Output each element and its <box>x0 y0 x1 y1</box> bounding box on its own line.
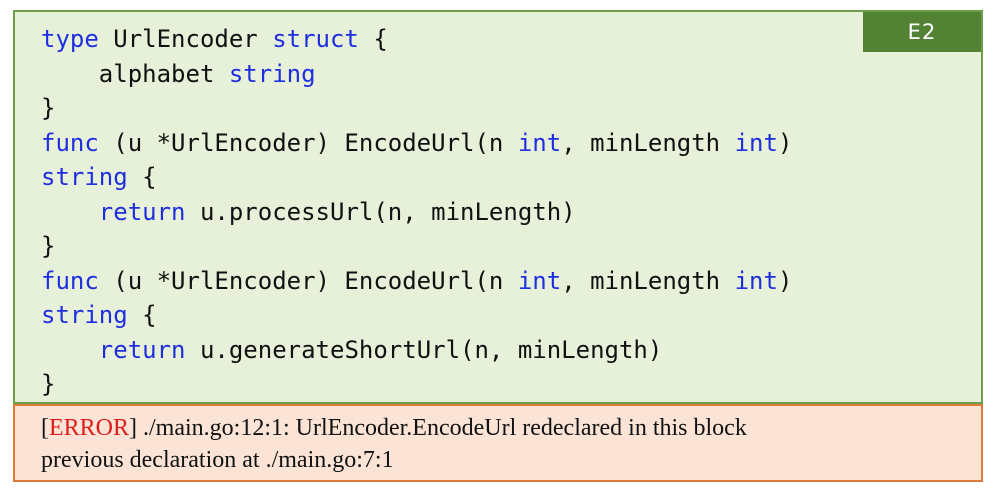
code-text <box>41 198 99 226</box>
code-block: type UrlEncoder struct { alphabet string… <box>41 22 792 402</box>
code-line: alphabet string <box>41 57 792 92</box>
code-keyword: string <box>41 163 128 191</box>
code-text: } <box>41 232 56 260</box>
code-line: string { <box>41 298 792 333</box>
code-keyword: func <box>41 128 99 157</box>
code-line: } <box>41 367 792 402</box>
code-text: (u *UrlEncoder) EncodeUrl(n <box>98 128 518 157</box>
code-keyword: int <box>517 128 562 157</box>
code-text: { <box>127 301 157 329</box>
code-keyword: return <box>98 197 186 226</box>
code-keyword: type <box>41 25 99 53</box>
error-panel: [ERROR] ./main.go:12:1: UrlEncoder.Encod… <box>13 404 983 482</box>
code-line: func (u *UrlEncoder) EncodeUrl(n int, mi… <box>41 264 792 299</box>
code-text: ) <box>777 266 793 295</box>
code-keyword: struct <box>272 25 359 53</box>
code-text: } <box>41 370 56 398</box>
code-text: , minLength <box>561 128 735 157</box>
error-message: ] ./main.go:12:1: UrlEncoder.EncodeUrl r… <box>129 415 747 441</box>
error-open-bracket: [ <box>41 415 49 441</box>
code-line: return u.generateShortUrl(n, minLength) <box>41 333 792 368</box>
code-text <box>41 336 99 364</box>
code-text: { <box>127 163 157 191</box>
code-text: u.generateShortUrl(n, minLength) <box>185 335 663 364</box>
code-text: (u *UrlEncoder) EncodeUrl(n <box>98 266 518 295</box>
code-keyword: int <box>734 128 778 157</box>
code-line: return u.processUrl(n, minLength) <box>41 195 792 230</box>
code-keyword: return <box>98 335 186 364</box>
code-panel: E2 type UrlEncoder struct { alphabet str… <box>13 10 983 404</box>
code-text: u.processUrl(n, minLength) <box>185 197 576 226</box>
code-text: , minLength <box>561 266 735 295</box>
code-line: func (u *UrlEncoder) EncodeUrl(n int, mi… <box>41 126 792 161</box>
code-line: } <box>41 91 792 126</box>
code-line: string { <box>41 160 792 195</box>
code-text: alphabet <box>41 59 229 88</box>
code-text: UrlEncoder <box>98 25 273 53</box>
code-line: type UrlEncoder struct { <box>41 22 792 57</box>
code-text: { <box>358 25 388 53</box>
code-keyword: string <box>228 59 316 88</box>
error-tag: ERROR <box>49 415 130 441</box>
code-keyword: int <box>734 266 778 295</box>
code-keyword: func <box>41 266 99 295</box>
error-line-2: previous declaration at ./main.go:7:1 <box>41 447 394 473</box>
code-text: ) <box>777 128 793 157</box>
code-line: } <box>41 229 792 264</box>
code-keyword: string <box>41 301 128 329</box>
example-badge: E2 <box>863 12 981 52</box>
code-text: } <box>41 94 56 122</box>
error-line-1: [ERROR] ./main.go:12:1: UrlEncoder.Encod… <box>41 412 981 444</box>
code-keyword: int <box>517 266 562 295</box>
